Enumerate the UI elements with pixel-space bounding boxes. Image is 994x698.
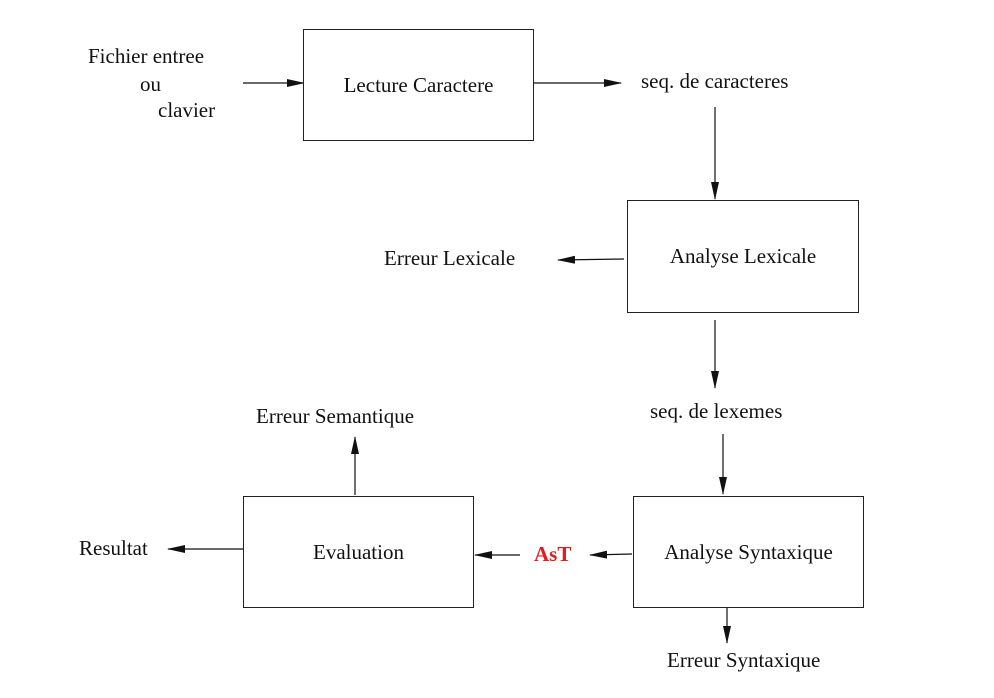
label-ast: AsT <box>534 542 572 566</box>
box-evaluation-label: Evaluation <box>313 539 404 564</box>
label-erreur-semantique: Erreur Semantique <box>256 404 415 428</box>
box-analyse-syntaxique-label: Analyse Syntaxique <box>664 539 833 564</box>
arrow-lexicale-to-erreur-lexicale <box>557 255 625 264</box>
arrow-syntaxique-to-ast <box>589 550 633 559</box>
box-analyse-syntaxique: Analyse Syntaxique <box>633 496 864 608</box>
box-evaluation: Evaluation <box>243 496 474 608</box>
label-erreur-syntaxique: Erreur Syntaxique <box>667 648 821 672</box>
label-seq-lexemes: seq. de lexemes <box>650 399 783 423</box>
label-resultat: Resultat <box>79 536 148 560</box>
box-analyse-lexicale-label: Analyse Lexicale <box>669 244 817 268</box>
box-lecture-caractere-label: Lecture Caractere <box>343 72 494 97</box>
label-erreur-lexicale: Erreur Lexicale <box>384 246 516 270</box>
input-label-line2: ou <box>140 72 161 96</box>
input-label-line3: clavier <box>158 98 216 122</box>
label-seq-caracteres: seq. de caracteres <box>641 69 789 93</box>
box-lecture-caractere: Lecture Caractere <box>303 29 534 141</box>
input-label-line1: Fichier entree <box>88 44 205 68</box>
box-analyse-lexicale: Analyse Lexicale <box>627 200 859 313</box>
